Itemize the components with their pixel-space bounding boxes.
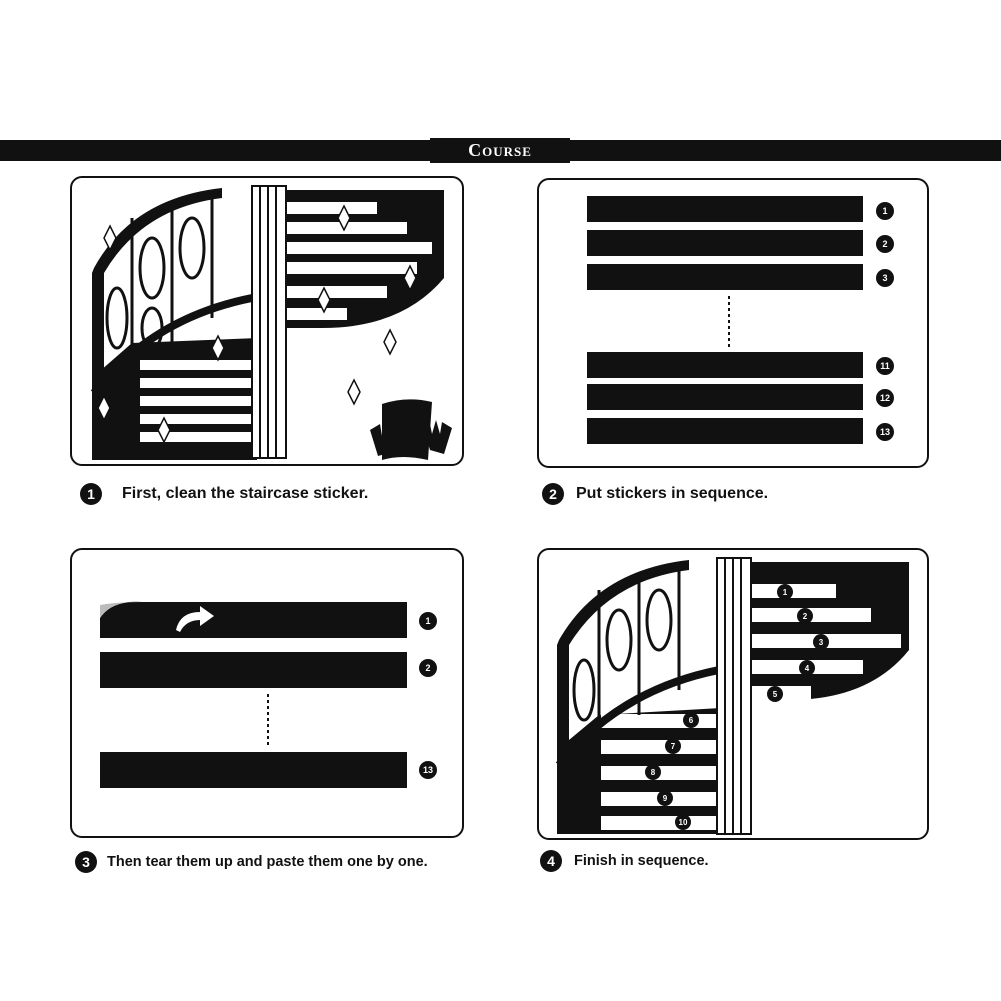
- step-2-badge: 2: [542, 483, 564, 505]
- sticker-strip: [587, 384, 863, 410]
- step-1-badge: 1: [80, 483, 102, 505]
- finished-staircase-illustration: 1 2 3 4 5 6 7 8 9 10: [555, 557, 909, 835]
- step-4-illustration: 1 2 3 4 5 6 7 8 9 10: [537, 548, 929, 840]
- sticker-number: 3: [882, 273, 887, 283]
- staircase-clean-illustration: [90, 185, 452, 460]
- sticker-strip: [587, 196, 863, 222]
- sticker-number: 13: [423, 765, 433, 775]
- step-2-text: Put stickers in sequence.: [576, 485, 769, 502]
- sticker-strip: [587, 352, 863, 378]
- step-2-illustration: 1 2 3 11 12 13: [537, 178, 929, 468]
- step-1-caption: 1 First, clean the staircase sticker.: [80, 483, 368, 505]
- step-4-caption: 4 Finish in sequence.: [540, 850, 709, 872]
- step-1-illustration: [70, 176, 464, 466]
- page-title: Course: [430, 138, 570, 163]
- step-number: 3: [819, 638, 824, 647]
- sticker-number: 13: [880, 427, 890, 437]
- sticker-number: 1: [425, 616, 430, 626]
- step-number: 8: [651, 768, 656, 777]
- sticker-number: 2: [425, 663, 430, 673]
- step-3-text: Then tear them up and paste them one by …: [107, 854, 428, 870]
- step-3-caption: 3 Then tear them up and paste them one b…: [75, 851, 428, 873]
- step-number: 5: [773, 690, 778, 699]
- step-number: 2: [803, 612, 808, 621]
- step-number: 7: [671, 742, 676, 751]
- step-number: 4: [805, 664, 810, 673]
- sticker-number: 11: [880, 361, 890, 371]
- sticker-strip: [587, 418, 863, 444]
- sticker-number: 2: [882, 239, 887, 249]
- sticker-number: 1: [882, 206, 887, 216]
- sticker-number: 12: [880, 393, 890, 403]
- step-1-text: First, clean the staircase sticker.: [122, 485, 369, 502]
- step-3-badge: 3: [75, 851, 97, 873]
- sticker-strip: [587, 264, 863, 290]
- step-3-illustration: 1 2 13: [70, 548, 464, 838]
- step-number: 9: [663, 794, 668, 803]
- step-number: 10: [679, 818, 688, 827]
- step-4-badge: 4: [540, 850, 562, 872]
- sticker-sequence-illustration: 1 2 3 11 12 13: [587, 196, 894, 444]
- step-number: 1: [783, 588, 788, 597]
- sticker-strip: [587, 230, 863, 256]
- tear-paste-illustration: 1 2 13: [100, 601, 437, 788]
- step-2-caption: 2 Put stickers in sequence.: [542, 483, 768, 505]
- step-4-text: Finish in sequence.: [574, 853, 709, 869]
- step-number: 6: [689, 716, 694, 725]
